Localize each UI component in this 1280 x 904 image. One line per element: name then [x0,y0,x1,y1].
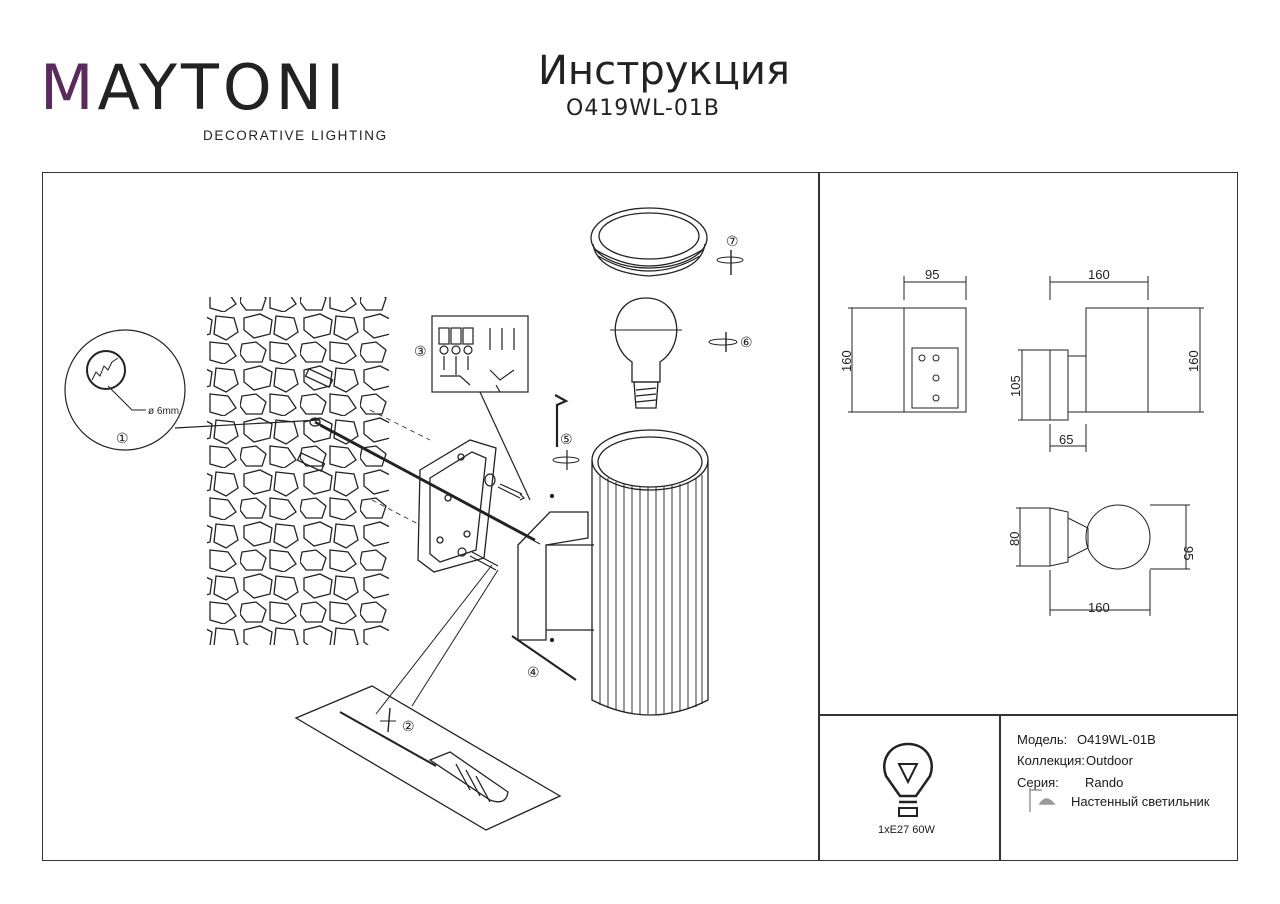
dim-side-height: 160 [1186,350,1201,372]
bulb-drawing [610,297,682,409]
wall-dowels [296,368,334,472]
front-view [848,276,967,413]
mounting-plate [417,439,497,573]
step-3-label: ③ [414,343,427,359]
spec-collection-value: Outdoor [1086,753,1133,768]
document-title: Инструкция [538,48,790,94]
top-view [1016,504,1190,616]
stone-wall [207,297,389,645]
spec-series-value: Rando [1085,775,1124,790]
dim-front-width: 95 [925,267,939,282]
side-view [1018,276,1204,452]
step-2-label: ② [402,718,415,734]
spec-series-label: Серия: [1017,775,1059,790]
brand-logo: MAYTONI DECORATIVE LIGHTING [40,52,390,152]
bulb-icon [883,742,933,817]
logo-tagline: DECORATIVE LIGHTING [203,128,388,143]
allen-key [552,394,580,470]
spec-model-value: O419WL-01B [1077,732,1156,747]
divider-vertical [818,172,820,861]
spec-collection-label: Коллекция: [1017,753,1085,768]
step-5-label: ⑤ [560,431,573,447]
drill-size-label: ø 6mm [148,406,179,417]
dim-top-mount: 80 [1007,532,1022,546]
lamp-caption: 1xE27 60W [878,824,935,836]
step-6-label: ⑥ [740,334,753,350]
fixture-body [517,429,709,716]
screws [457,473,526,571]
lens-cap [590,207,708,277]
dim-top-length: 160 [1088,600,1110,615]
step-7-label: ⑦ [726,233,739,249]
dim-front-height: 160 [839,350,854,372]
model-code: O419WL-01B [566,96,720,121]
dim-side-mount: 105 [1008,375,1023,397]
step-4-label: ④ [527,664,540,680]
terminal-detail [431,315,531,501]
divider-horizontal [818,714,1238,716]
spec-type-value: Настенный светильник [1071,794,1210,809]
step-1-label: ① [116,430,129,446]
divider-spec [999,714,1001,861]
dim-top-diameter: 95 [1181,546,1196,560]
dim-side-depth: 65 [1059,432,1073,447]
drill-detail [64,329,321,451]
spec-model-label: Модель: [1017,732,1068,747]
logo-wordmark: MAYTONI [40,51,349,124]
instruction-frame [42,172,1238,861]
screwdriver-detail [294,564,562,831]
wall-lamp-icon [1029,788,1056,812]
dim-side-width: 160 [1088,267,1110,282]
